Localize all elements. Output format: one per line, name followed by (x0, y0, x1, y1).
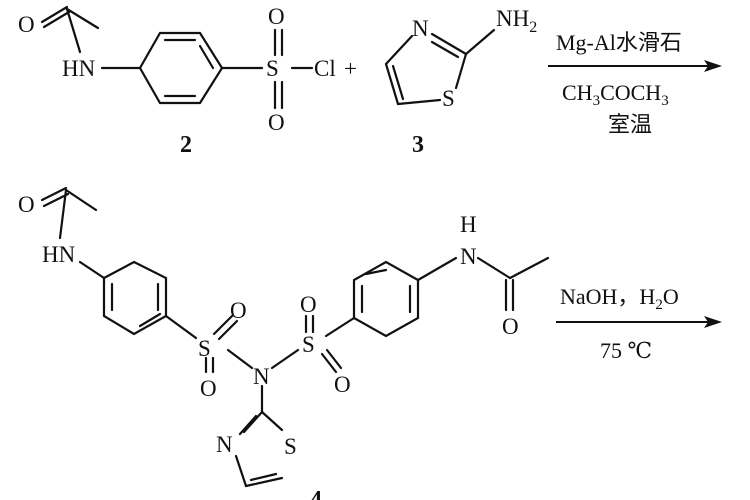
acetyl-n-bond (65, 7, 82, 54)
thiazole-bond (384, 62, 400, 106)
compound-number-3: 3 (412, 132, 424, 158)
s-o-bond (212, 314, 234, 336)
thiazole-bond (384, 34, 414, 66)
acetyl-methyl-bond (65, 7, 100, 30)
atom-label: O (300, 292, 317, 317)
s-ring-bond (324, 316, 356, 338)
s-o-bond (320, 352, 338, 374)
atom-label: O (18, 12, 35, 37)
atom-label: O (502, 314, 519, 339)
n-carbonyl-bond (476, 256, 512, 280)
atom-label: S (442, 86, 455, 111)
benzene-ring-left (102, 260, 168, 336)
thiazole-inner-bond (430, 40, 460, 59)
acetyl-carbonyl-bond-2 (42, 192, 70, 208)
atom-label: NH2 (496, 6, 537, 36)
atom-label: S (266, 56, 279, 81)
thiazole-bond (260, 410, 284, 432)
n-ring-bond (78, 260, 106, 280)
c-nh2-bond (464, 28, 496, 56)
atom-label: N (253, 364, 270, 389)
temperature-label: 室温 (608, 112, 652, 137)
thiazole-bond (234, 454, 248, 488)
atom-label: O (18, 192, 35, 217)
atom-label: S (302, 332, 315, 357)
atom-label: O (334, 372, 351, 397)
compound-3-structure (384, 28, 496, 106)
atom-label: N (216, 432, 233, 457)
compound-4-structure (40, 186, 550, 488)
compound-number-2: 2 (180, 132, 192, 158)
reaction-arrow-2 (556, 316, 722, 328)
thiazole-bond (396, 98, 442, 106)
solvent-label: CH3COCH3 (562, 80, 669, 109)
reaction-arrow-1 (548, 60, 722, 72)
atom-label: N (460, 244, 477, 269)
temperature-label-2: 75 ℃ (600, 338, 652, 363)
benzene-ring-2 (138, 31, 224, 105)
atom-label: Cl (314, 56, 336, 81)
thiazole-bond (430, 32, 468, 56)
compound-number-4: 4 (310, 487, 322, 500)
s-n-bond (226, 348, 254, 370)
s-o-bond-2 (325, 348, 343, 370)
ring-inner-bond (138, 312, 162, 328)
reagents-label: NaOH，H2O (560, 284, 679, 313)
ring-n-bond (416, 256, 458, 282)
s-o-bond-2 (217, 319, 239, 341)
acetyl-carbonyl-bond-2 (42, 10, 71, 29)
acetyl-carbonyl-bond (40, 186, 68, 202)
acetyl-methyl-bond (508, 256, 550, 280)
atom-label: O (230, 298, 247, 323)
plus-sign: + (344, 56, 357, 81)
atom-label: O (200, 376, 217, 401)
n-s-bond (270, 348, 300, 370)
ring-s-bond (164, 314, 198, 340)
acetyl-n-bond (58, 188, 68, 240)
benzene-ring-right (352, 260, 420, 338)
atom-label: S (284, 434, 297, 459)
thiazole-inner-bond (238, 414, 258, 436)
ring-inner-bond (198, 44, 215, 70)
thiazole-inner-bond (249, 472, 278, 482)
thiazole-bond (242, 410, 264, 434)
ring-inner-bond (364, 268, 388, 276)
thiazole-inner-bond (391, 64, 405, 101)
catalyst-label: Mg-Al水滑石 (556, 30, 682, 55)
atom-label: HN (62, 56, 96, 81)
acetyl-methyl-bond (64, 188, 98, 212)
acetyl-carbonyl-bond (40, 5, 69, 24)
thiazole-bond (244, 476, 284, 488)
atom-label: HN (42, 242, 76, 267)
atom-label: O (268, 110, 285, 135)
atom-label: O (268, 4, 285, 29)
thiazole-bond (454, 52, 468, 90)
atom-label: S (198, 336, 211, 361)
compound-2-structure (40, 5, 314, 110)
atom-label: N (412, 16, 429, 41)
atom-label: H (460, 212, 477, 237)
